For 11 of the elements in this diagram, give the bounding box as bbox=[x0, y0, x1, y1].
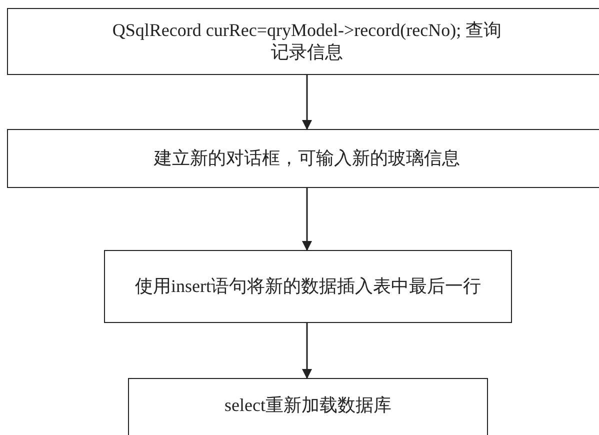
step-text: 建立新的对话框，可输入新的玻璃信息 bbox=[154, 148, 460, 170]
arrow bbox=[302, 323, 312, 379]
process-box bbox=[7, 8, 599, 75]
step-text: 使用insert语句将新的数据插入表中最后一行 bbox=[135, 276, 481, 298]
process-box bbox=[7, 129, 599, 188]
step-text: QSqlRecord curRec=qryModel->record(recNo); 查询记录信息 bbox=[112, 20, 502, 64]
process-box bbox=[128, 378, 488, 435]
process-box bbox=[104, 250, 512, 323]
step-text: select重新加载数据库 bbox=[224, 395, 392, 417]
arrow bbox=[302, 188, 312, 251]
arrow bbox=[302, 75, 312, 130]
